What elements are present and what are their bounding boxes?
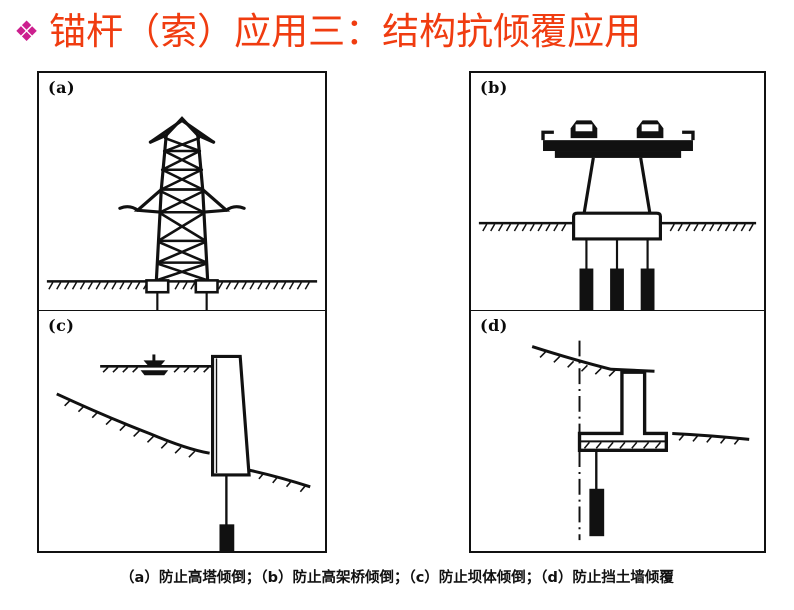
figure-panel-c: (c)	[37, 310, 327, 553]
figure-panel-a: (a)	[37, 71, 327, 311]
footing-block	[572, 211, 662, 241]
page-title: 锚杆（索）应用三：结构抗倾覆应用	[49, 9, 642, 53]
footing-pad-right	[194, 279, 219, 294]
boat-icon	[140, 354, 169, 376]
bullet-diamond-icon: ❖	[14, 16, 40, 47]
dam-anchor-diagram	[56, 354, 311, 551]
figure-caption: （a）防止高塔倾倒；（b）防止高架桥倾倒；（c）防止坝体倾倒；（d）防止挡土墙倾…	[120, 570, 674, 586]
terrain-hatching-left	[64, 399, 196, 458]
vehicle-right	[636, 120, 664, 139]
slide-title: ❖ 锚杆（索）应用三：结构抗倾覆应用	[0, 2, 794, 60]
retaining-wall-body	[577, 370, 669, 452]
figure-panel-b: (b)	[469, 71, 766, 311]
terrain-line-front	[672, 431, 750, 441]
bridge-deck	[541, 130, 695, 158]
retaining-wall-anchor-diagram	[531, 340, 750, 541]
anchor-rod-left	[156, 292, 159, 310]
figure-panel-d: (d)	[469, 310, 766, 553]
wall-base-hatching	[583, 441, 661, 449]
terrain-hatching-front	[678, 433, 740, 445]
terrain-hatching-right	[244, 469, 306, 493]
terrain-line-backfill	[531, 345, 655, 373]
anchor-rod-right	[205, 292, 208, 310]
ground-hatching	[48, 281, 310, 290]
anchor-rod-2	[610, 238, 624, 310]
panel-label-c: (c)	[48, 316, 75, 335]
terrain-line-left	[56, 392, 210, 455]
footing-pad-left	[145, 279, 170, 294]
water-surface-hatching	[102, 366, 210, 373]
vehicle-left	[570, 120, 598, 139]
anchor-rod	[589, 450, 605, 537]
figure-area: (a)	[0, 62, 794, 562]
anchor-rod-1	[579, 238, 594, 310]
dam-body	[210, 354, 251, 477]
panel-label-b: (b)	[480, 78, 508, 97]
panel-label-d: (d)	[480, 316, 508, 335]
panel-label-a: (a)	[48, 78, 76, 97]
anchor-rod-3	[640, 238, 655, 310]
tower-anchor-diagram	[46, 116, 318, 310]
anchor-rod	[219, 474, 235, 551]
bridge-anchor-diagram	[478, 120, 757, 310]
